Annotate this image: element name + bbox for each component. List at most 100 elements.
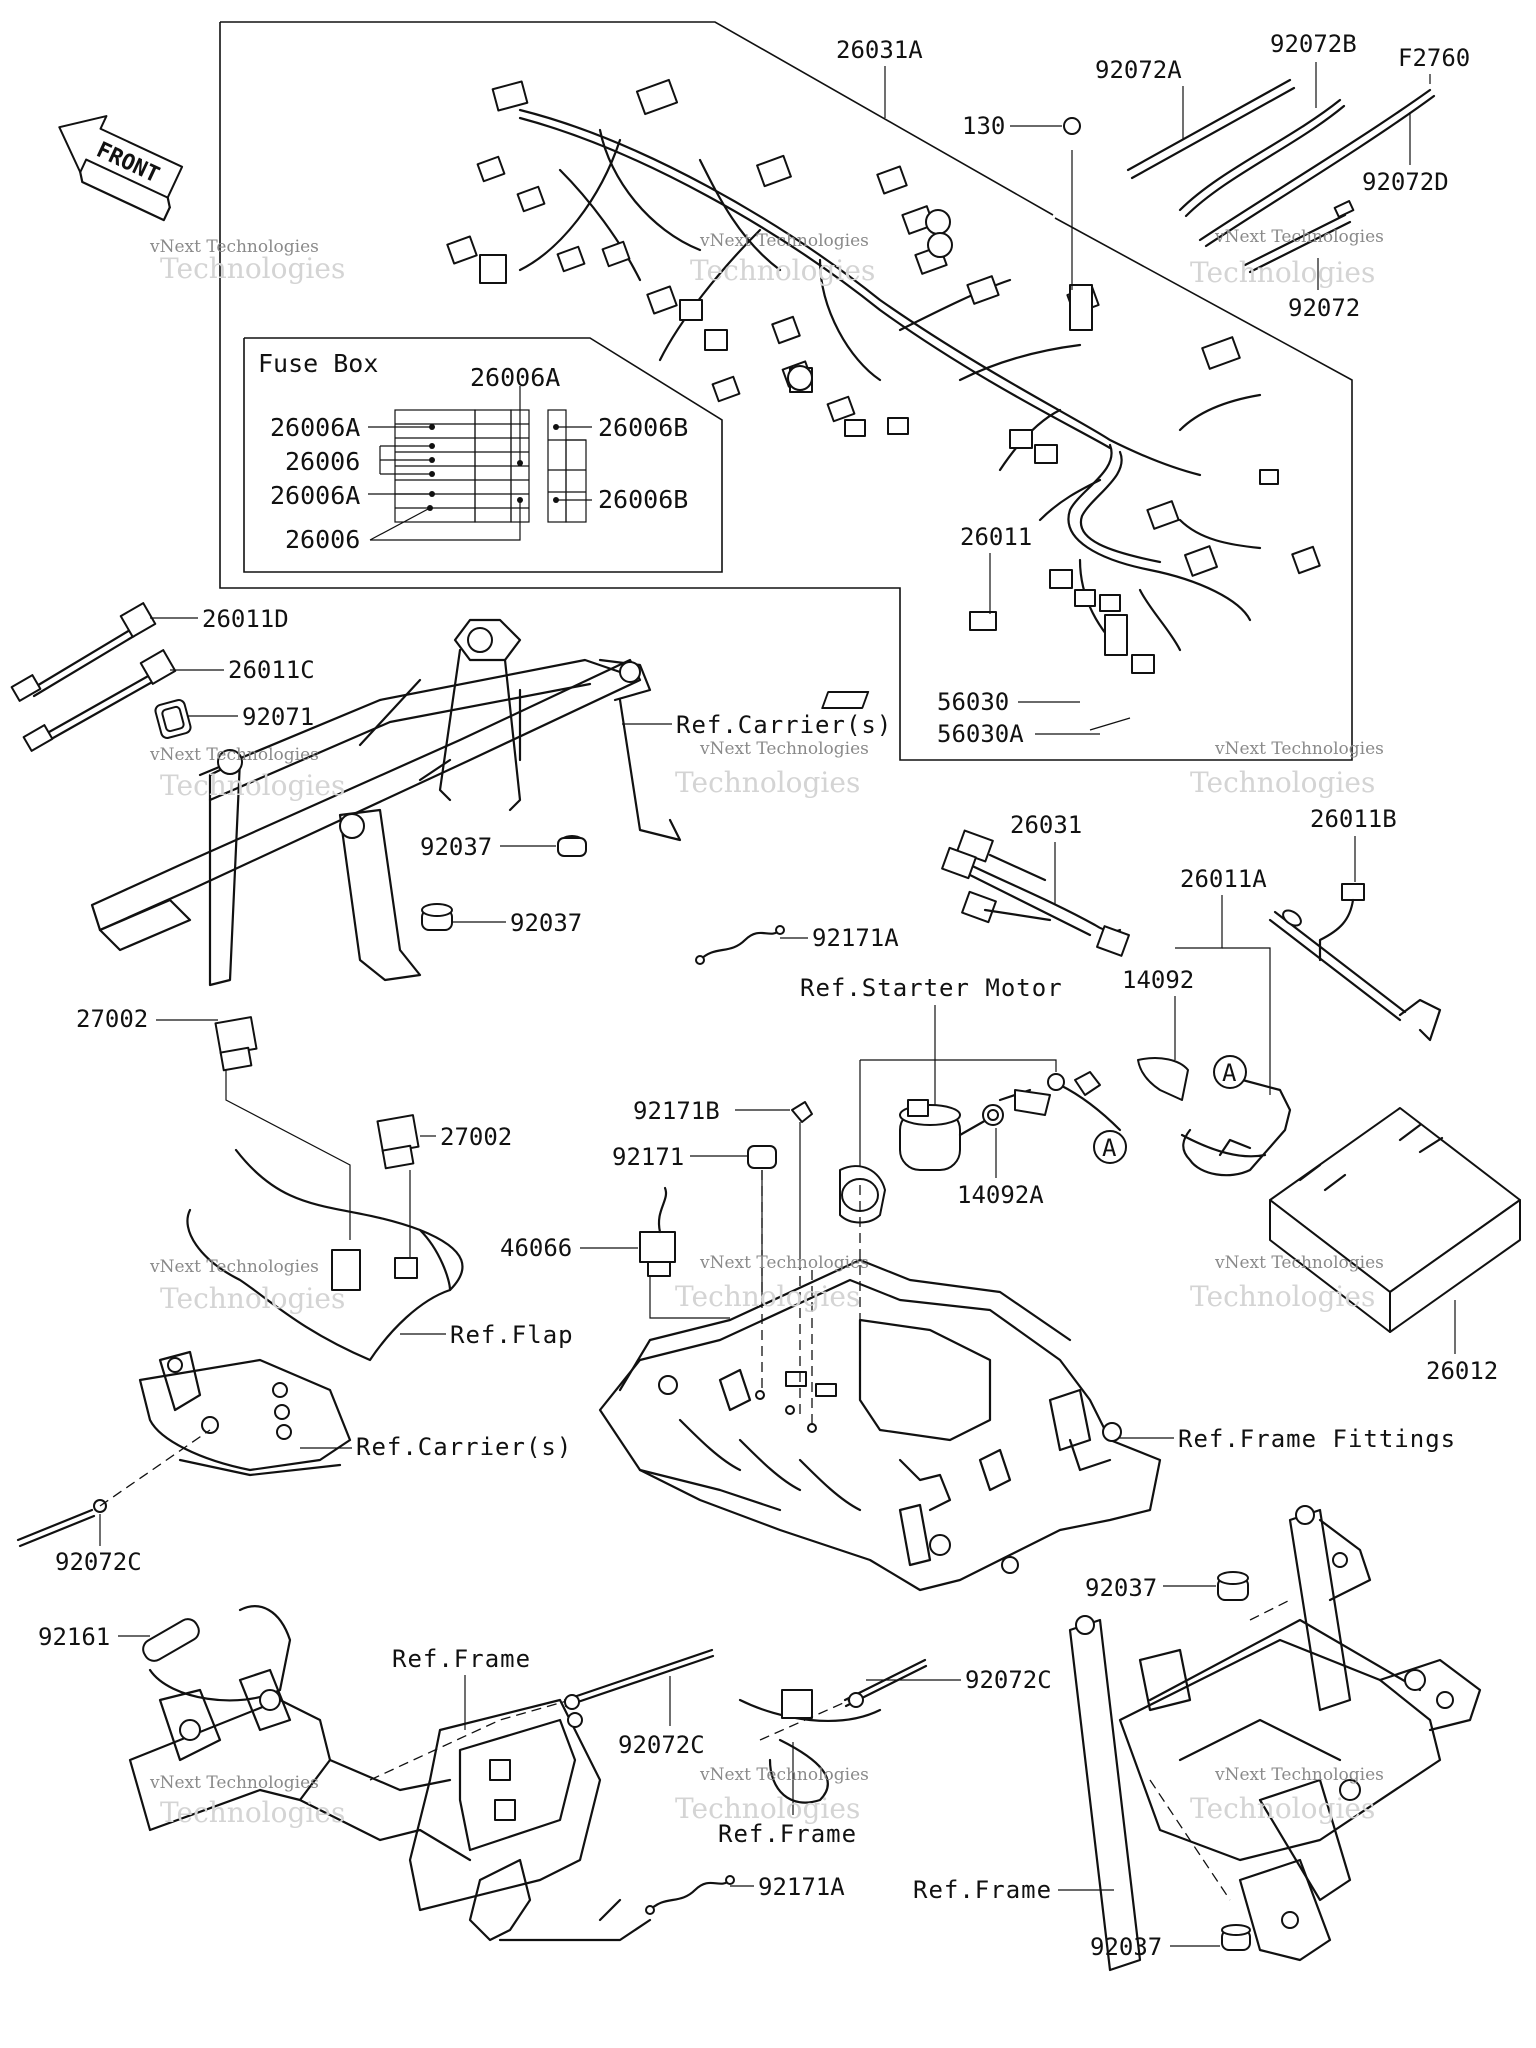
label-27002-a: 27002 [76,1005,148,1033]
watermark-line1: vNext Technologies [149,237,319,257]
fuse-box-inset: Fuse Box [243,337,723,573]
label-92171A-b: 92171A [758,1873,845,1901]
watermark-line2: Technologies [160,1796,345,1829]
label-F2760: F2760 [1398,44,1470,72]
label-92037-a: 92037 [420,833,492,861]
label-26006A-1: 26006A [270,413,360,442]
label-92072B: 92072B [1270,30,1357,58]
cable-ties-group: 92072A 92072B F2760 92072D 92072 [1095,30,1470,322]
label-92072: 92072 [1288,294,1360,322]
label-56030: 56030 [937,688,1009,716]
watermark-line1: vNext Technologies [149,1257,319,1277]
label-92171A-a: 92171A [812,924,899,952]
watermark-line2: Technologies [1190,1280,1375,1313]
main-wiring-harness [446,78,1321,674]
callout-a-1: A [1222,1059,1237,1087]
label-46066: 46066 [500,1234,572,1262]
watermark-line2: Technologies [1190,1792,1375,1825]
label-92072A: 92072A [1095,56,1182,84]
label-26006-2: 26006 [285,525,360,554]
relay-27002-a: 27002 [76,1005,351,1240]
label-26011C: 26011C [228,656,315,684]
ref-carrier-a: Ref.Carrier(s) [676,711,892,739]
label-92072C-a: 92072C [55,1548,142,1576]
label-92071: 92071 [242,703,314,731]
front-direction-arrow: FRONT [58,115,184,222]
ref-frame-b: Ref.Frame [718,1820,857,1848]
fuse-box-title: Fuse Box [258,349,378,378]
frame-fittings-tray: Ref.Frame Fittings [598,1170,1456,1592]
bolt-130: 130 [962,112,1081,290]
sub-harness-26011C: 26011C [22,649,315,752]
label-92171: 92171 [612,1143,684,1171]
watermark-line1: vNext Technologies [1214,739,1384,759]
label-26011A: 26011A [1180,865,1267,893]
starter-relay-area: Ref.Starter Motor A 14092A [800,974,1127,1224]
ref-frame-c: Ref.Frame [913,1876,1052,1904]
wire-clip-92171A-b: 92171A [645,1873,845,1915]
label-26031A: 26031A [836,36,923,64]
lower-left-frame: 92161 Ref.Frame [38,1605,652,1942]
ref-frame-a: Ref.Frame [392,1645,531,1673]
relay-46066: 46066 [500,1186,730,1319]
clamp-92037-a: 92037 [420,833,587,861]
callout-a-2: A [1102,1134,1117,1162]
sub-harness-26011D: 26011D [10,602,289,702]
label-92072C-c: 92072C [965,1666,1052,1694]
clip-92171B: 92171B [633,1097,813,1260]
watermark-line1: vNext Technologies [1214,227,1384,247]
grommet-92071: 92071 [154,699,314,739]
label-26011D: 26011D [202,605,289,633]
harness-enclosure-outline [219,21,1353,761]
label-26006-1: 26006 [285,447,360,476]
label-26031: 26031 [1010,811,1082,839]
watermark-line2: Technologies [1190,766,1375,799]
carrier-frame: Ref.Carrier(s) [90,618,892,987]
ref-frame-fittings: Ref.Frame Fittings [1178,1425,1456,1453]
lower-right-frame: 92037 Ref.Frame 92037 [913,1505,1482,1972]
clamp-92171: 92171 [612,1143,777,1300]
watermark-line1: vNext Technologies [1214,1253,1384,1273]
label-14092A: 14092A [957,1181,1044,1209]
watermark-line2: Technologies [160,252,345,285]
label-26006A-2: 26006A [270,481,360,510]
label-26011: 26011 [960,523,1032,551]
label-26011B: 26011B [1310,805,1397,833]
relay-27002-b: 27002 [376,1114,512,1260]
label-130: 130 [962,112,1005,140]
ref-carrier-b: Ref.Carrier(s) [356,1433,572,1461]
label-92037-c: 92037 [1085,1574,1157,1602]
label-14092: 14092 [1122,966,1194,994]
label-26006A-top: 26006A [470,363,560,392]
watermark-line1: vNext Technologies [699,1253,869,1273]
watermark-line2: Technologies [675,1280,860,1313]
ref-starter-motor: Ref.Starter Motor [800,974,1063,1002]
watermark-line1: vNext Technologies [699,739,869,759]
watermark-line1: vNext Technologies [699,231,869,251]
label-26012: 26012 [1426,1357,1498,1385]
cable-tie-92072C-b: 92072C [563,1648,715,1759]
cable-tie-92072C-a: 92072C [16,1429,211,1576]
watermark-line1: vNext Technologies [1214,1765,1384,1785]
clamp-92037-b: 92037 [421,903,582,937]
watermark-line1: vNext Technologies [699,1765,869,1785]
watermark-line2: Technologies [160,1282,345,1315]
label-27002-b: 27002 [440,1123,512,1151]
label-26006B-1: 26006B [598,413,688,442]
lower-middle-bracket: 92072C Ref.Frame [718,1658,1052,1848]
label-92037-d: 92037 [1090,1933,1162,1961]
battery-leads: 26011B 26011A 14092 A [1122,805,1442,1177]
flap: Ref.Flap [186,1148,574,1362]
label-92161: 92161 [38,1623,110,1651]
watermark-line1: vNext Technologies [149,1773,319,1793]
battery-26012: 26012 [1269,1107,1521,1385]
label-92072D: 92072D [1362,168,1449,196]
watermark-line2: Technologies [675,766,860,799]
watermark-line2: Technologies [1190,256,1375,289]
watermark-line2: Technologies [160,769,345,802]
watermark-line1: vNext Technologies [149,745,319,765]
ref-flap: Ref.Flap [450,1321,574,1349]
watermark-line2: Technologies [690,254,875,287]
label-92037-b: 92037 [510,909,582,937]
